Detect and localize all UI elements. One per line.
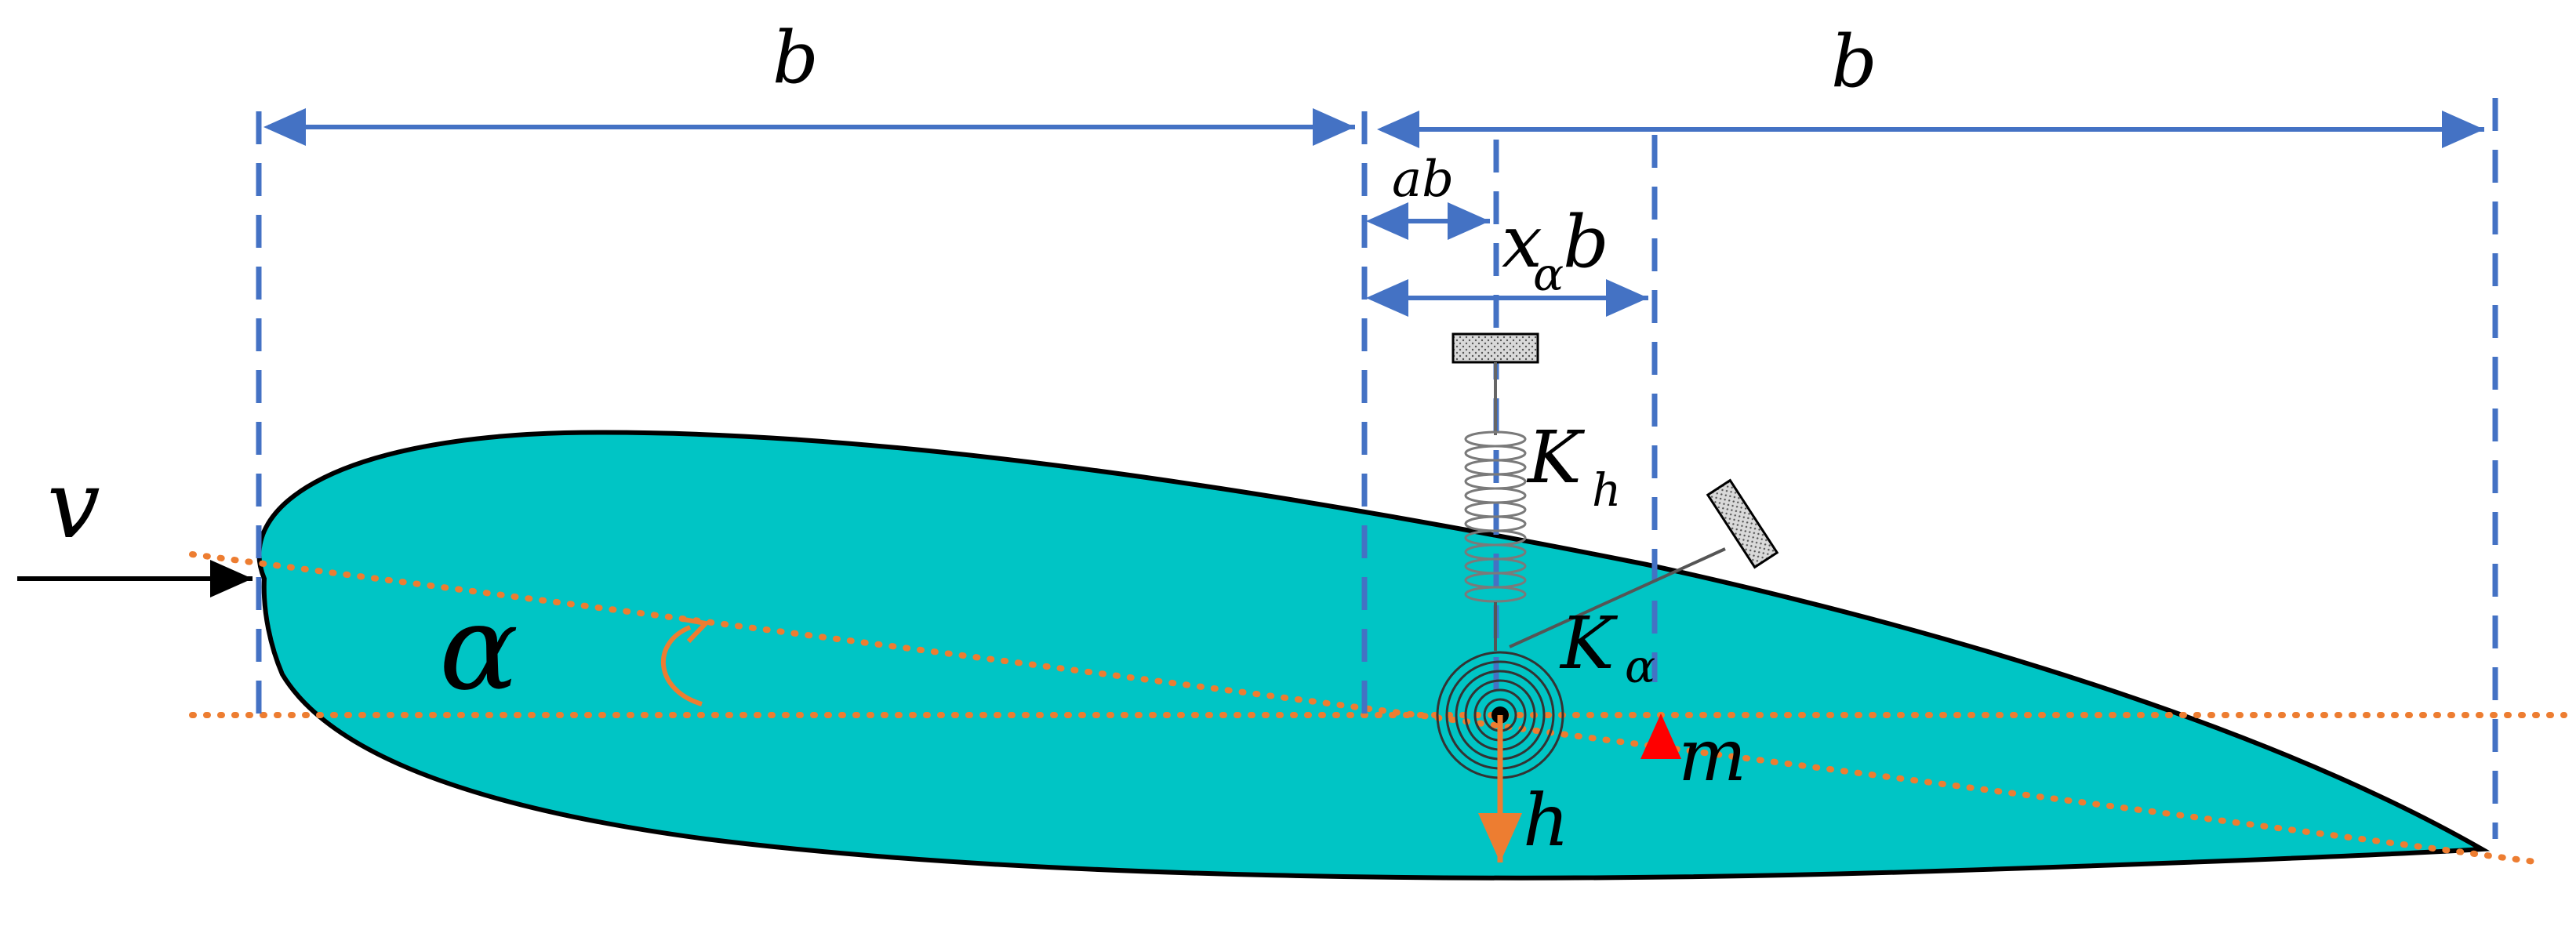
label-b-right: b — [1831, 20, 1877, 103]
pitch-angle-arc — [661, 625, 703, 706]
mass-marker — [1640, 714, 1681, 759]
torsion-spring-arm — [1509, 547, 1726, 648]
label-x-alpha-b: b — [1563, 200, 1609, 284]
label-mass: m — [1678, 714, 1746, 797]
airfoil-body — [256, 430, 2491, 881]
label-x-alpha-sub: α — [1533, 248, 1564, 301]
label-velocity: v — [47, 451, 100, 560]
label-x-alpha: x — [1502, 200, 1542, 284]
heave-spring-coil — [1464, 430, 1527, 603]
label-alpha: α — [439, 580, 518, 717]
label-plunge: h — [1523, 779, 1569, 862]
label-k-alpha-sub: α — [1625, 640, 1655, 693]
label-k-h: K — [1526, 416, 1586, 499]
pitch-angle-arrowhead — [683, 617, 711, 644]
heave-spring-support — [1451, 332, 1539, 364]
label-k-alpha: K — [1559, 601, 1619, 685]
torsion-spring-support — [1706, 478, 1779, 569]
label-b-left: b — [772, 16, 819, 100]
label-ab: ab — [1392, 151, 1454, 209]
label-k-h-sub: h — [1592, 463, 1621, 517]
